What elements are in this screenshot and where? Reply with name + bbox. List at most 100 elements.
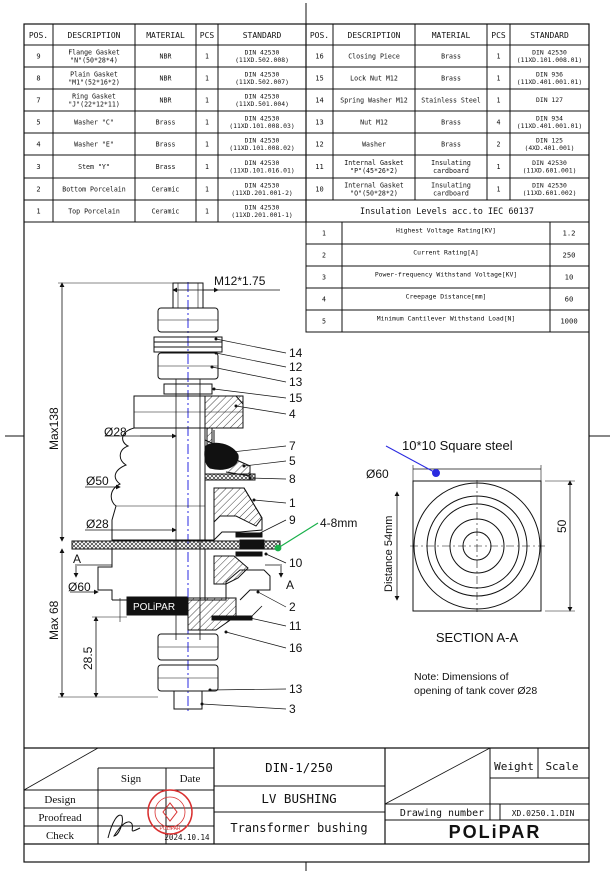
stamp-text: POLiPAR — [159, 826, 180, 832]
bom-material: Brass — [441, 118, 461, 126]
bom-standard: DIN 42530 — [245, 203, 280, 211]
insulation-value: 10 — [565, 273, 574, 282]
section-aa-labels: 10*10 Square steel Ø60 Distance 54mm 50 … — [366, 438, 569, 697]
bom-pcs: 1 — [205, 74, 209, 82]
title-block-text: Sign Date Design Proofread Check 2024.10… — [38, 760, 578, 842]
internal-gasket-11 — [211, 615, 253, 621]
flange-gasket-9 — [235, 532, 263, 538]
callout-dot — [200, 702, 204, 706]
bom-pos: 8 — [36, 74, 40, 82]
badge-text: POLiPAR — [133, 602, 175, 613]
callout-dot — [248, 476, 252, 480]
bom-pcs: 2 — [497, 140, 501, 148]
insulation-number: 2 — [322, 252, 326, 260]
callout-leader — [215, 338, 287, 354]
callout-leader — [215, 352, 287, 368]
bom-material: NBR — [160, 52, 172, 60]
square-steel-label: 10*10 Square steel — [402, 438, 513, 453]
brand-badge — [126, 596, 188, 616]
callout-dot — [224, 630, 228, 634]
bom-header-desc: DESCRIPTION — [68, 31, 121, 40]
insulation-label: Minimum Cantilever Withstand Load[N] — [377, 315, 516, 323]
bom-description: Flange Gasket — [68, 48, 120, 56]
bom-description: "N"(50*28*4) — [70, 56, 118, 64]
bom-description: Internal Gasket — [344, 159, 404, 167]
bom-pos: 3 — [36, 163, 40, 171]
bom-material: Brass — [156, 140, 176, 148]
bom-description: Top Porcelain — [68, 207, 120, 215]
insulation-number: 4 — [322, 296, 326, 304]
bom-pos: 15 — [315, 74, 323, 82]
bom-standard: (11XD.601.001) — [523, 167, 577, 175]
section-dim50: 50 — [555, 519, 569, 533]
bom-standard: (11XD.201.001-2) — [231, 189, 293, 197]
tb-proofread: Proofread — [38, 812, 82, 824]
bom-material: NBR — [160, 74, 172, 82]
bom-standard: (11XD.101.008.03) — [229, 122, 294, 130]
dim-thread: M12*1.75 — [214, 274, 266, 288]
bom-standard: (11XD.201.001-1) — [231, 211, 293, 219]
tank-cover — [71, 540, 281, 550]
insulation-number: 1 — [322, 230, 326, 238]
callout-leader — [249, 617, 287, 627]
section-a-left: A — [73, 552, 81, 566]
callout-leader — [209, 688, 287, 691]
bom-standard: (11XD.101.008.01) — [517, 56, 582, 64]
bom-header-pcs-right: PCS — [491, 31, 506, 40]
elevation-dimensions — [58, 282, 319, 698]
insulation-value: 60 — [565, 295, 574, 304]
bom-description: "P"(45*26*2) — [350, 167, 398, 175]
bom-pos: 5 — [36, 118, 40, 126]
bushing-elevation — [71, 282, 281, 712]
callout-number: 15 — [289, 391, 303, 405]
callout-number: 4 — [289, 407, 296, 421]
bom-standard: DIN 42530 — [245, 48, 280, 56]
bom-standard: DIN 934 — [536, 114, 563, 122]
insulation-number: 5 — [322, 318, 326, 326]
bom-header-pcs: PCS — [200, 31, 215, 40]
callout-dot — [214, 351, 218, 355]
section-distance: Distance 54mm — [383, 516, 395, 592]
bom-pcs: 1 — [497, 52, 501, 60]
callout-number: 7 — [289, 439, 296, 453]
tb-date-value: 2024.10.14 — [164, 833, 210, 842]
tb-weight: Weight — [494, 760, 534, 773]
bom-material: Brass — [156, 163, 176, 171]
insulation-value: 1.2 — [563, 229, 576, 238]
elevation-dimension-labels: M12*1.75 Max138 Max 68 Ø28 Ø50 Ø28 Ø60 2… — [47, 274, 357, 670]
callout-leader — [257, 519, 287, 535]
callout-dot — [252, 498, 256, 502]
callout-number: 16 — [289, 641, 303, 655]
bom-header-pos: POS. — [29, 31, 48, 40]
bom-material: Stainless Steel — [421, 96, 481, 104]
insulation-label: Current Rating[A] — [413, 249, 478, 257]
bom-standard: (11XD.502.007) — [235, 78, 289, 86]
section-d60: Ø60 — [366, 467, 389, 481]
bom-description: Internal Gasket — [344, 181, 404, 189]
bom-description: Ring Gasket — [72, 92, 116, 100]
bom-standard: (11XD.101.008.02) — [229, 144, 294, 152]
bom-description: Lock Nut M12 — [350, 74, 398, 82]
bom-material: cardboard — [433, 189, 469, 197]
bom-pcs: 1 — [205, 140, 209, 148]
callout-leader — [243, 460, 287, 467]
callout-dot — [264, 552, 268, 556]
bom-material: Ceramic — [152, 207, 180, 215]
section-title: SECTION A-A — [436, 630, 519, 645]
bom-pos: 1 — [36, 207, 40, 215]
callout-leader — [249, 477, 287, 480]
bom-pos: 9 — [36, 52, 40, 60]
bom-pos: 16 — [315, 52, 323, 60]
bom-pos: 14 — [315, 96, 323, 104]
callout-number: 14 — [289, 346, 303, 360]
bom-header-pos-right: POS. — [310, 31, 329, 40]
callout-dot — [210, 365, 214, 369]
callout-number: 13 — [289, 375, 303, 389]
dim-max68: Max 68 — [47, 600, 61, 640]
top-porcelain — [110, 427, 205, 541]
bom-material: cardboard — [433, 167, 469, 175]
bom-header-standard: STANDARD — [243, 31, 282, 40]
